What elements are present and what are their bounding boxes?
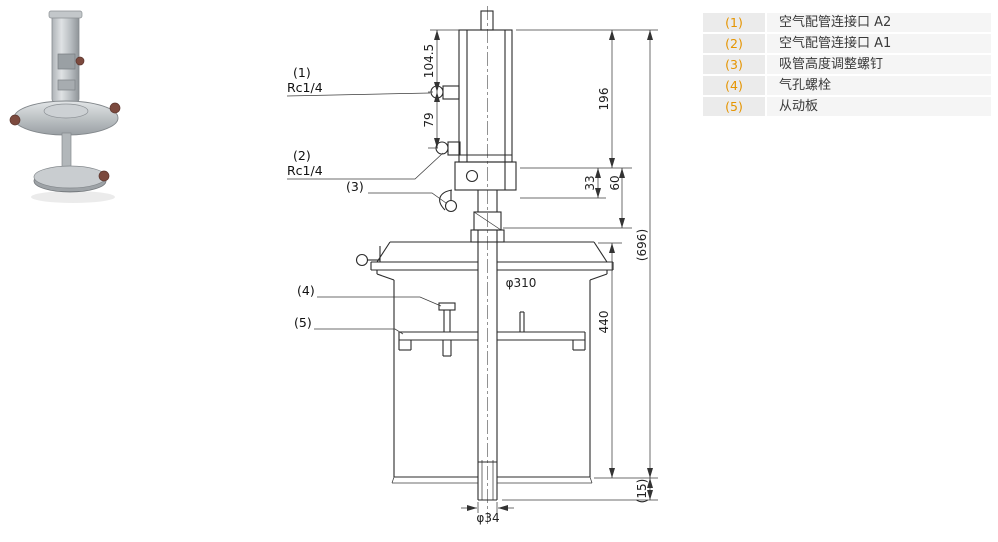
callout-1-number: (1) (293, 65, 311, 80)
dimension-labels: 104.5 79 196 33 60 (696) 440 (15) φ310 φ… (422, 44, 649, 525)
legend-row-2: (2) 空气配管连接口 A1 (703, 34, 991, 53)
callout-2: (2) Rc1/4 (287, 148, 444, 180)
legend-item-number: (5) (703, 97, 767, 116)
photo-knob-icon (109, 102, 121, 114)
callout-1: (1) Rc1/4 (286, 65, 431, 97)
legend-row-1: (1) 空气配管连接口 A2 (703, 13, 991, 32)
callout-4-number: (4) (297, 283, 315, 298)
drum-lid (355, 229, 614, 271)
pump-head (454, 161, 517, 191)
photo-knob-icon (98, 170, 110, 182)
photo-knob-icon (9, 114, 21, 126)
dimension-lines (434, 30, 653, 511)
dim-440: 440 (597, 311, 611, 334)
photo-knob-icon (75, 56, 85, 66)
legend-item-label: 气孔螺栓 (767, 76, 991, 95)
legend-item-number: (3) (703, 55, 767, 74)
legend-item-number: (4) (703, 76, 767, 95)
dim-dia34: φ34 (476, 511, 499, 525)
dim-dia310: φ310 (506, 276, 537, 290)
dim-15: (15) (635, 479, 649, 504)
dim-33: 33 (583, 175, 597, 190)
dim-79: 79 (422, 112, 436, 127)
dim-696: (696) (635, 229, 649, 261)
legend-row-3: (3) 吸管高度调整螺钉 (703, 55, 991, 74)
legend-item-label: 吸管高度调整螺钉 (767, 55, 991, 74)
drum (376, 270, 608, 484)
legend-item-number: (2) (703, 34, 767, 53)
callout-3: (3) (346, 179, 447, 204)
callout-3-number: (3) (346, 179, 364, 194)
lid-clamp-knob-icon (355, 253, 369, 267)
air-fitting-a2 (430, 83, 460, 100)
legend-row-5: (5) 从动板 (703, 97, 991, 116)
dim-196: 196 (597, 88, 611, 111)
callout-5: (5) (294, 315, 404, 335)
callout-1-thread: Rc1/4 (287, 80, 323, 95)
callout-2-number: (2) (293, 148, 311, 163)
legend-table: (1) 空气配管连接口 A2 (2) 空气配管连接口 A1 (3) 吸管高度调整… (703, 13, 991, 116)
pump-body (458, 10, 513, 163)
dim-60: 60 (608, 175, 622, 190)
extension-lines (428, 29, 658, 513)
air-fitting-a1 (435, 141, 461, 156)
callout-2-thread: Rc1/4 (287, 163, 323, 178)
follower-plate (398, 311, 586, 351)
height-adjust-screw (439, 189, 458, 213)
legend-item-label: 空气配管连接口 A2 (767, 13, 991, 32)
dim-104_5: 104.5 (422, 44, 436, 78)
product-photo (9, 10, 121, 203)
air-vent-bolt (438, 302, 456, 357)
legend-row-4: (4) 气孔螺栓 (703, 76, 991, 95)
legend-item-number: (1) (703, 13, 767, 32)
photo-base (31, 132, 115, 203)
callout-5-number: (5) (294, 315, 312, 330)
legend-item-label: 空气配管连接口 A1 (767, 34, 991, 53)
callout-4: (4) (297, 283, 442, 307)
legend-item-label: 从动板 (767, 97, 991, 116)
photo-pump-cylinder (48, 10, 85, 103)
